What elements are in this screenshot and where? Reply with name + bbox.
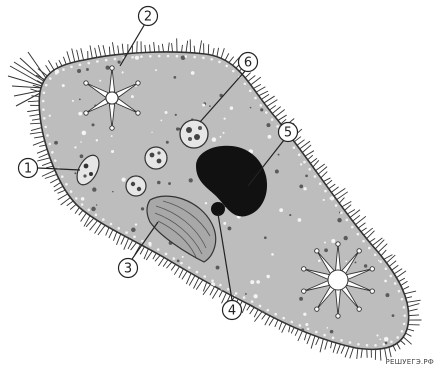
svg-text:5: 5: [284, 126, 292, 141]
label-5: 5: [279, 123, 298, 142]
label-4: 4: [223, 301, 242, 320]
label-6: 6: [239, 53, 258, 72]
svg-text:2: 2: [144, 10, 152, 25]
label-3: 3: [119, 259, 138, 278]
watermark: РЕШУЕГЭ.РФ: [386, 358, 434, 366]
micronucleus: [211, 202, 225, 216]
food-vacuole: [145, 147, 167, 169]
svg-text:6: 6: [244, 56, 252, 71]
food-vacuole: [126, 176, 146, 196]
svg-text:1: 1: [24, 162, 32, 177]
svg-text:4: 4: [228, 304, 236, 319]
label-2: 2: [139, 7, 158, 26]
svg-text:3: 3: [124, 262, 132, 277]
label-1: 1: [19, 159, 38, 178]
food-vacuole-6: [180, 120, 208, 148]
